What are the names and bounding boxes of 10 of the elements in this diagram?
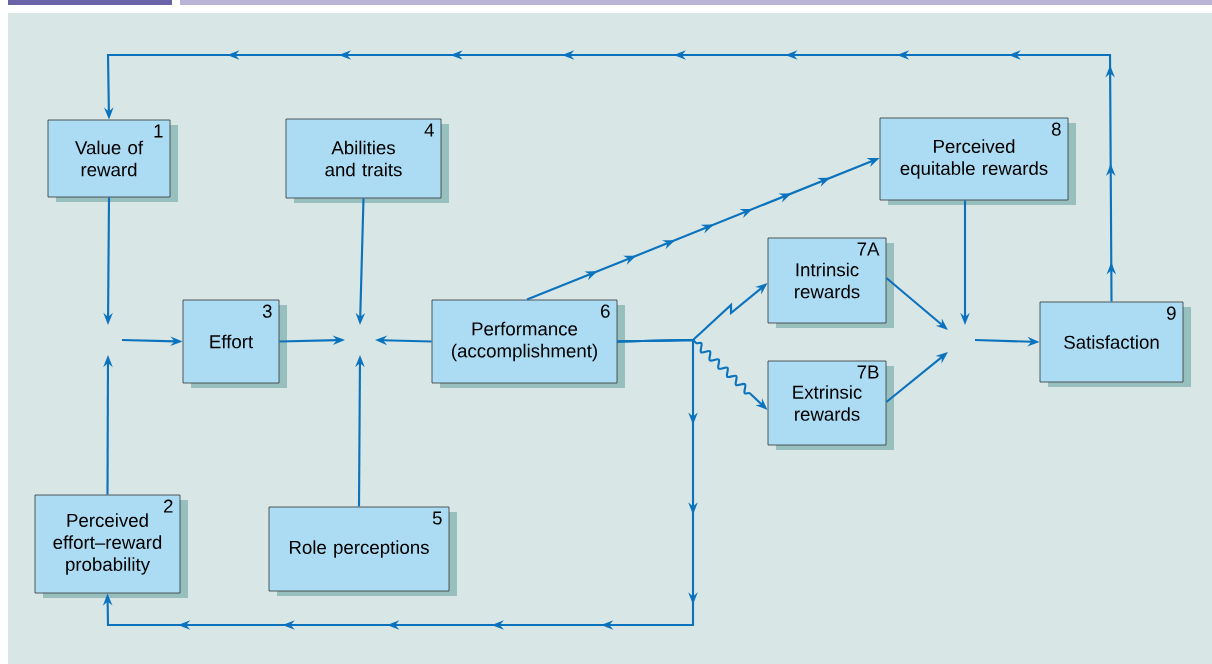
arrow bbox=[102, 338, 698, 630]
box-number: 8 bbox=[1051, 122, 1061, 136]
box-number: 9 bbox=[1167, 306, 1176, 320]
box-number: 7A bbox=[857, 242, 880, 256]
box-number: 5 bbox=[432, 511, 442, 525]
box-number: 7B bbox=[857, 365, 879, 379]
box-number: 6 bbox=[601, 304, 610, 318]
box-number: 4 bbox=[424, 123, 434, 137]
box-number: 1 bbox=[154, 124, 163, 138]
box-number: 2 bbox=[164, 499, 173, 513]
